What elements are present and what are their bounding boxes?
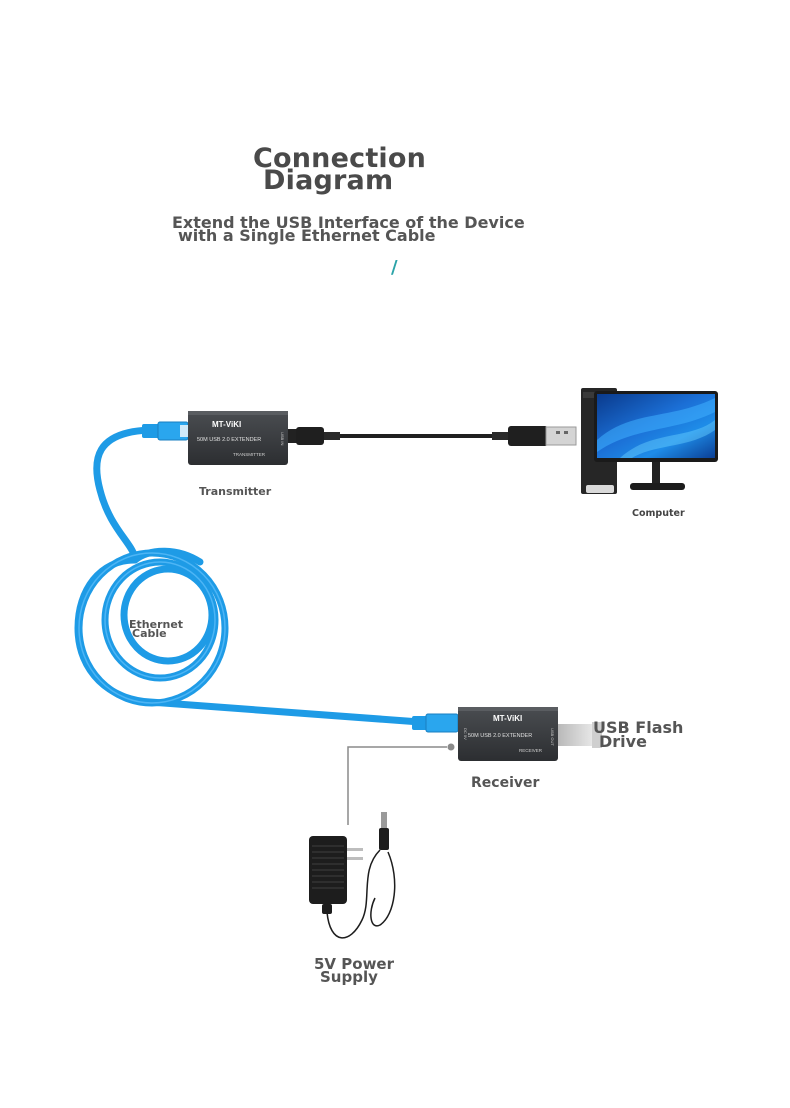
- receiver-port-right: USB OUT: [550, 728, 555, 746]
- transmitter-unit: MT-ViKI 50M USB 2.0 EXTENDER TRANSMITTER…: [188, 411, 288, 465]
- subtitle-line-2: with a Single Ethernet Cable: [178, 226, 436, 245]
- title-line-2: Diagram: [263, 165, 394, 196]
- computer-icon: [581, 388, 718, 494]
- ethernet-cable: [74, 426, 424, 726]
- receiver-port-left: DC 5V: [463, 728, 468, 740]
- power-line: [347, 743, 455, 825]
- receiver-label: Receiver: [471, 775, 540, 791]
- receiver-model: 50M USB 2.0 EXTENDER: [468, 733, 532, 739]
- transmitter-model: 50M USB 2.0 EXTENDER: [197, 437, 261, 443]
- transmitter-port: USB IN: [280, 432, 285, 445]
- power-adapter-icon: [309, 812, 396, 939]
- computer-label: Computer: [632, 508, 685, 519]
- ethernet-coil-inner: [120, 565, 216, 665]
- usb-flash-drive: [558, 722, 602, 748]
- receiver-unit: MT-ViKI 50M USB 2.0 EXTENDER RECEIVER DC…: [458, 707, 558, 761]
- receiver-unit-text: RECEIVER: [519, 748, 543, 753]
- flash-drive-label-line-2: Drive: [599, 732, 647, 751]
- rj45-plug-transmitter: [142, 421, 189, 441]
- usb-cable: [288, 426, 577, 446]
- transmitter-label: Transmitter: [199, 485, 272, 498]
- transmitter-unit-text: TRANSMITTER: [233, 452, 266, 457]
- receiver-brand: MT-ViKI: [493, 714, 522, 723]
- power-label-line-1: 5V Power: [314, 955, 394, 973]
- subtitle-line-1: Extend the USB Interface of the Device: [172, 213, 525, 232]
- title-line-1: Connection: [253, 143, 427, 174]
- power-label-line-2: Supply: [320, 968, 378, 986]
- transmitter-brand: MT-ViKI: [212, 420, 241, 429]
- ethernet-label-line-2: Cable: [132, 627, 167, 640]
- ethernet-label-line-1: Ethernet: [129, 618, 184, 631]
- flash-drive-label-line-1: USB Flash: [593, 718, 684, 737]
- rj45-plug-receiver: [412, 713, 459, 733]
- accent-mark: /: [391, 257, 398, 278]
